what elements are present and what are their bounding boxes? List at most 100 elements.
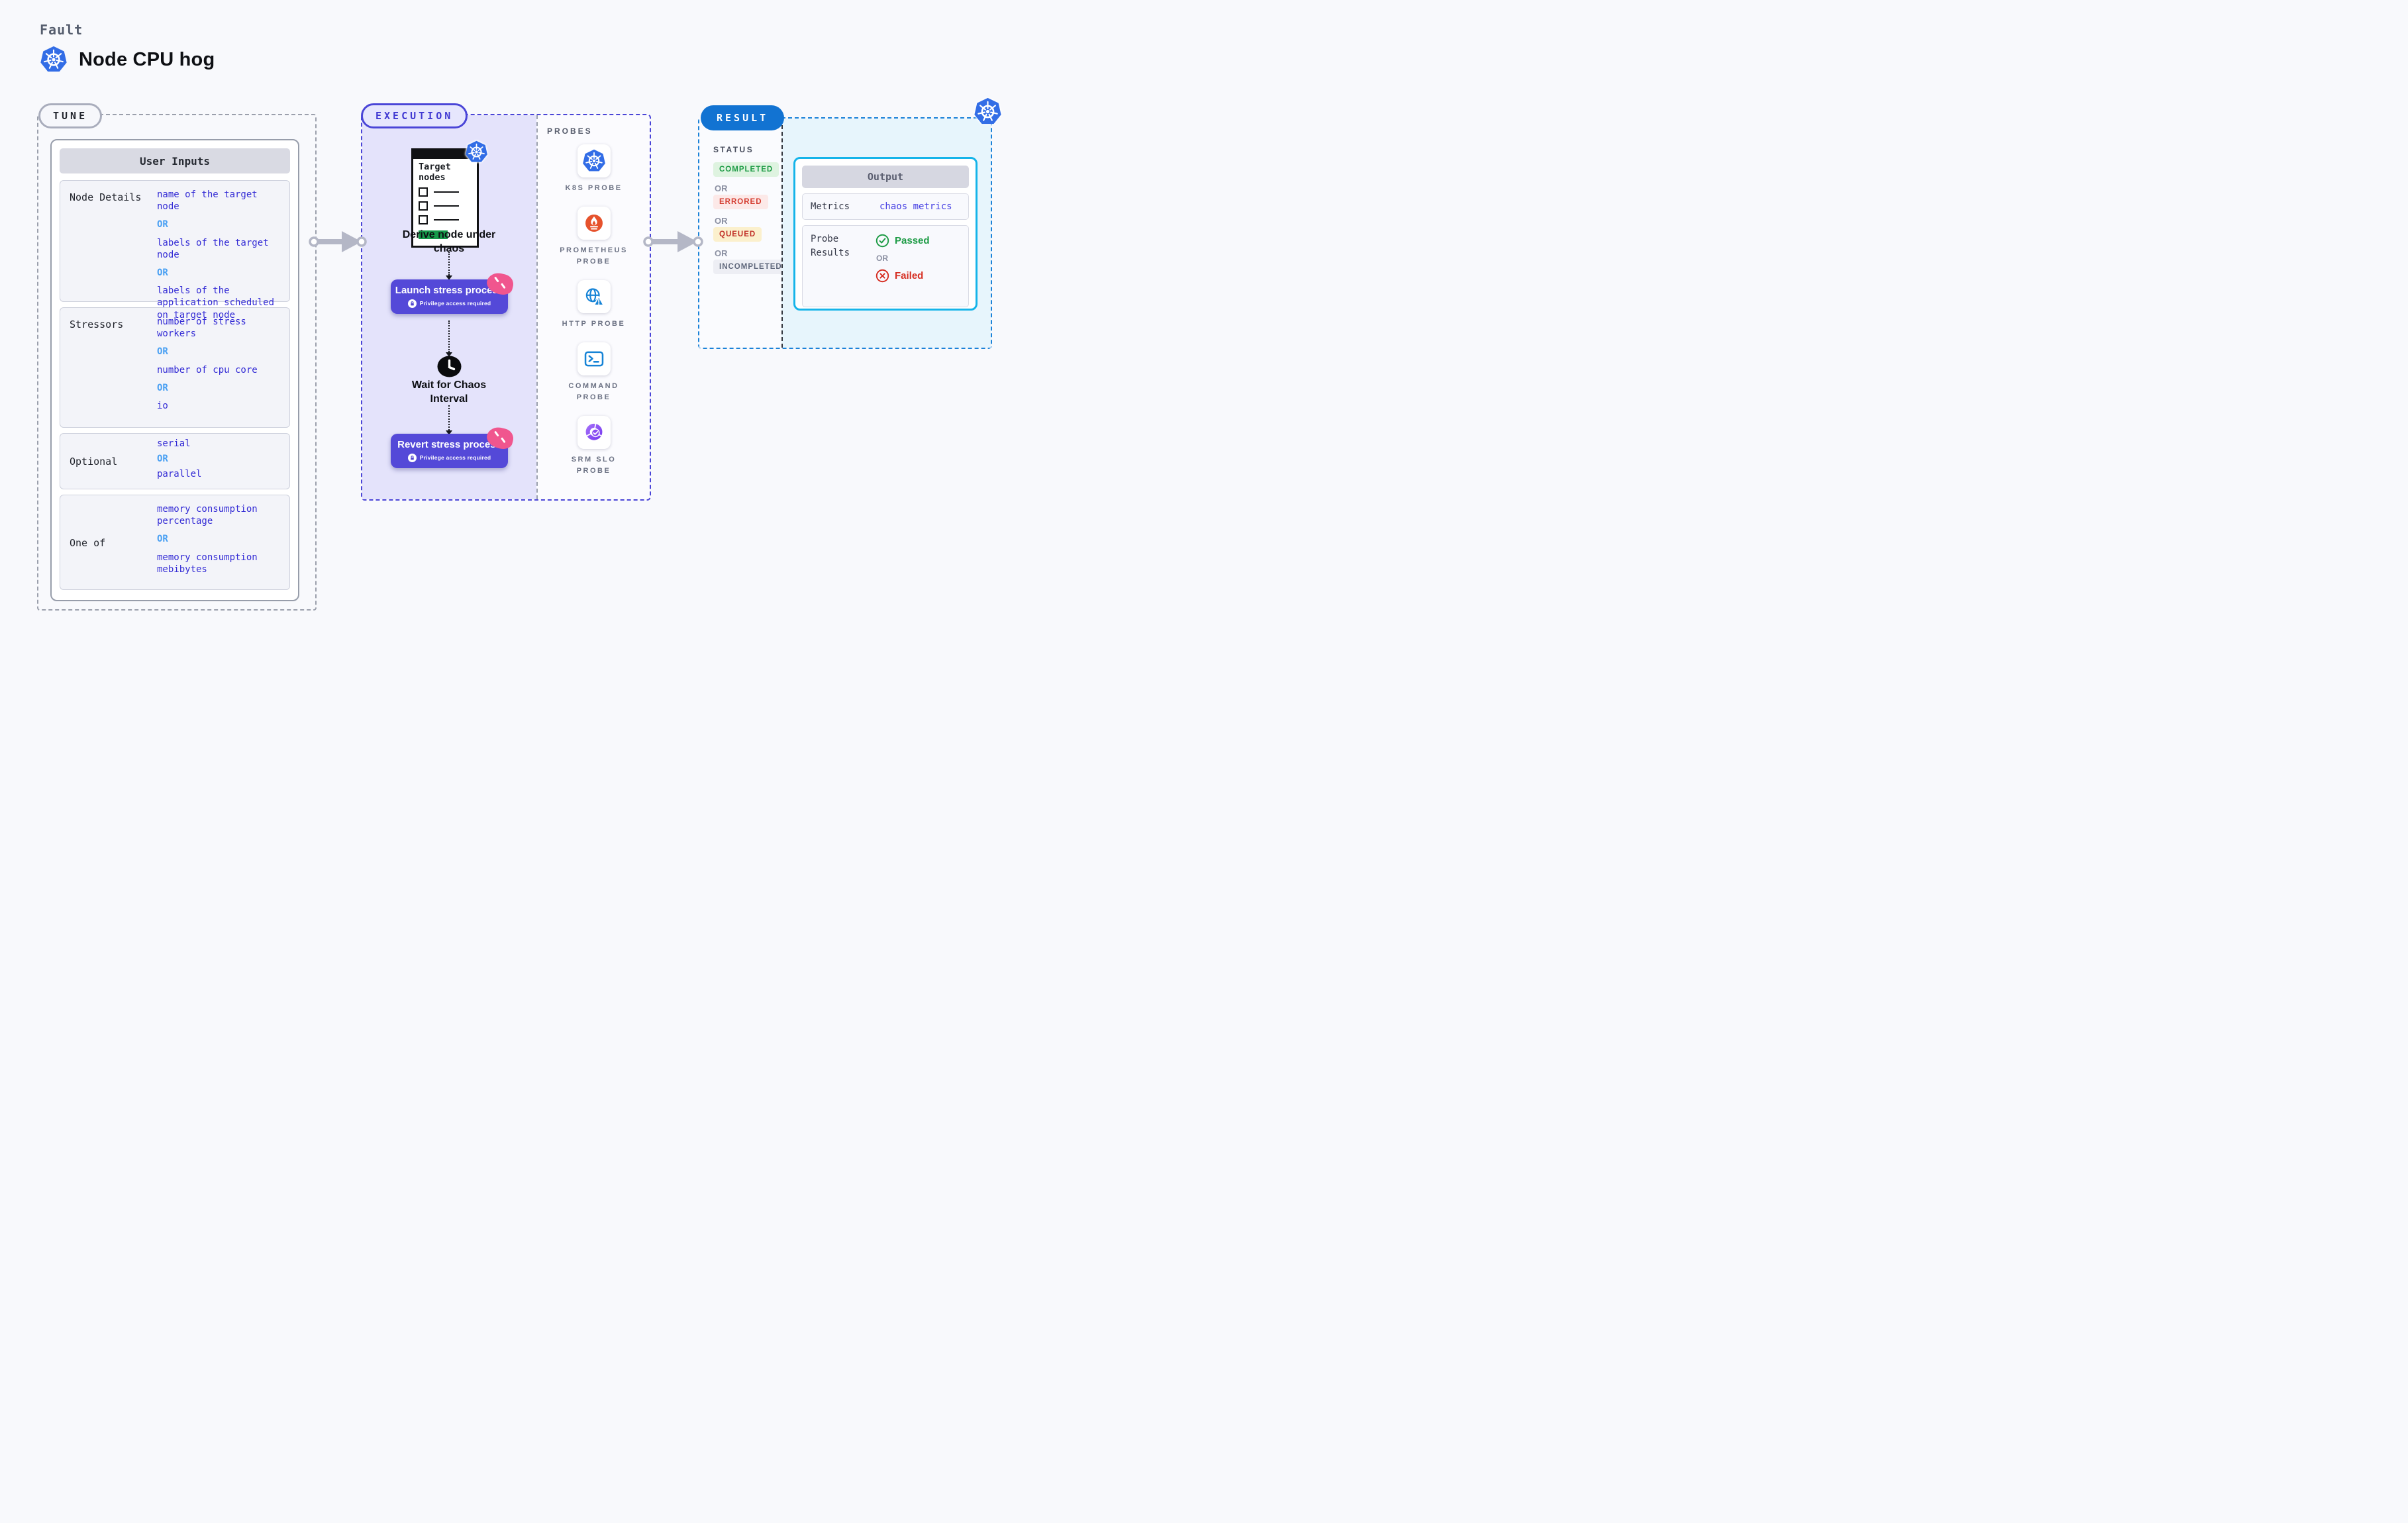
srm-slo-probe-icon (584, 422, 603, 440)
checkbox-icon (419, 215, 428, 225)
checkbox-icon (419, 187, 428, 197)
page-title-row: Node CPU hog (40, 45, 215, 74)
prometheus-probe-icon (585, 215, 603, 232)
dotted-connector (448, 405, 450, 430)
row-label: One of (70, 537, 106, 549)
value-text: number of cpu core (157, 364, 258, 375)
kubernetes-icon (465, 140, 488, 164)
arrowhead-icon (446, 352, 452, 360)
clipboard-header-bar (413, 150, 477, 159)
list-item: SRM SLO PROBE (551, 416, 637, 477)
output-title: Output (802, 166, 969, 188)
x-circle-icon (876, 269, 889, 283)
privilege-note: Privilege access required (395, 453, 504, 462)
arrowhead-icon (446, 275, 452, 283)
page-title: Node CPU hog (79, 48, 215, 70)
row-values: serial OR parallel (157, 438, 285, 485)
row-values: name of the target node OR labels of the… (157, 189, 285, 320)
status-panel: STATUS COMPLETED OR ERRORED OR QUEUED OR… (699, 119, 788, 348)
checklist-row (419, 215, 472, 225)
table-row: Optional serial OR parallel (60, 433, 290, 489)
launch-stress-process-button[interactable]: Launch stress process Privilege access r… (391, 270, 516, 314)
target-nodes-illustration: Target nodes (411, 148, 479, 248)
probe-card (577, 280, 611, 314)
privilege-note: Privilege access required (395, 299, 504, 308)
row-label: Optional (70, 455, 118, 467)
checkbox-icon (419, 201, 428, 211)
status-badge: INCOMPLETED (713, 260, 788, 274)
kubernetes-icon (40, 45, 68, 74)
value-text: parallel (157, 469, 202, 480)
list-line (434, 219, 459, 221)
metrics-value: chaos metrics (879, 201, 952, 212)
list-line (434, 205, 459, 207)
privilege-note-text: Privilege access required (419, 454, 491, 462)
arrowhead-icon (446, 430, 452, 438)
or-text: OR (157, 219, 168, 230)
list-line (434, 191, 459, 193)
probe-card (577, 144, 611, 177)
list-item: PROMETHEUS PROBE (551, 207, 637, 268)
passed-line: Passed (876, 234, 960, 248)
green-progress-bar (419, 230, 448, 240)
or-text: OR (715, 248, 728, 258)
status-badge: QUEUED (713, 227, 762, 242)
probes-title: PROBES (547, 126, 593, 136)
probe-label: K8S PROBE (565, 184, 623, 192)
status-column: STATUS COMPLETED OR ERRORED OR QUEUED OR… (713, 145, 788, 274)
probe-card (577, 416, 611, 450)
k8s-probe-icon (582, 149, 606, 173)
clock-icon (437, 356, 462, 377)
fault-diagram-page: Fault Node CPU hog TUNE User Inputs Node… (0, 0, 1038, 657)
tune-to-execution-arrow (309, 231, 367, 252)
derive-node-label: Derive node under chaos (402, 229, 496, 254)
check-circle-icon (876, 234, 889, 248)
execution-badge: EXECUTION (361, 103, 468, 128)
button-title: Revert stress process (397, 439, 501, 450)
kubernetes-icon (974, 97, 1002, 126)
lock-icon (407, 453, 417, 462)
row-label: Stressors (70, 319, 124, 330)
status-badge: COMPLETED (713, 162, 779, 177)
revert-stress-process-button[interactable]: Revert stress process Privilege access r… (391, 424, 516, 468)
metrics-label: Metrics (811, 201, 850, 212)
execution-flow-area: Target nodes Derive node under chaos Lau… (362, 115, 536, 499)
table-row: Metrics chaos metrics (802, 193, 969, 220)
user-inputs-card: User Inputs Node Details name of the tar… (50, 139, 299, 601)
tune-section-box (37, 114, 317, 611)
dotted-connector (448, 252, 450, 275)
passed-text: Passed (895, 235, 930, 246)
probe-label: HTTP PROBE (562, 320, 626, 328)
probe-label: PROMETHEUS PROBE (560, 246, 628, 266)
output-card: Output Metrics chaos metrics Probe Resul… (793, 157, 978, 311)
http-probe-icon (585, 288, 604, 307)
or-text: OR (157, 346, 168, 358)
or-text: OR (715, 183, 728, 193)
value-text: memory consumption mebibytes (157, 552, 258, 575)
checklist-row (419, 187, 472, 197)
table-row: Stressors number of stress workers OR nu… (60, 307, 290, 428)
probe-results-values: Passed OR Failed (868, 232, 960, 283)
list-item: COMMAND PROBE (551, 342, 637, 403)
probe-card (577, 342, 611, 376)
probe-card (577, 207, 611, 240)
probe-list: K8S PROBE PROMETHEUS PROBE (538, 144, 650, 477)
table-row: Node Details name of the target node OR … (60, 180, 290, 320)
probe-label: COMMAND PROBE (568, 382, 619, 402)
result-badge: RESULT (701, 105, 785, 130)
execution-probes-divider (536, 115, 538, 499)
or-text: OR (876, 254, 888, 263)
value-text: serial (157, 438, 191, 449)
dotted-connector (448, 320, 450, 352)
clipboard-title: Target nodes (419, 162, 451, 183)
or-text: OR (715, 216, 728, 226)
status-title: STATUS (713, 145, 754, 154)
row-values: memory consumption percentage OR memory … (157, 503, 285, 583)
tune-badge: TUNE (38, 103, 103, 128)
row-values: number of stress workers OR number of cp… (157, 316, 285, 420)
execution-to-result-arrow (643, 231, 703, 252)
table-row: One of memory consumption percentage OR … (60, 495, 290, 590)
status-output-divider (781, 119, 783, 348)
row-label: Node Details (70, 191, 142, 203)
fault-kicker: Fault (40, 22, 83, 38)
